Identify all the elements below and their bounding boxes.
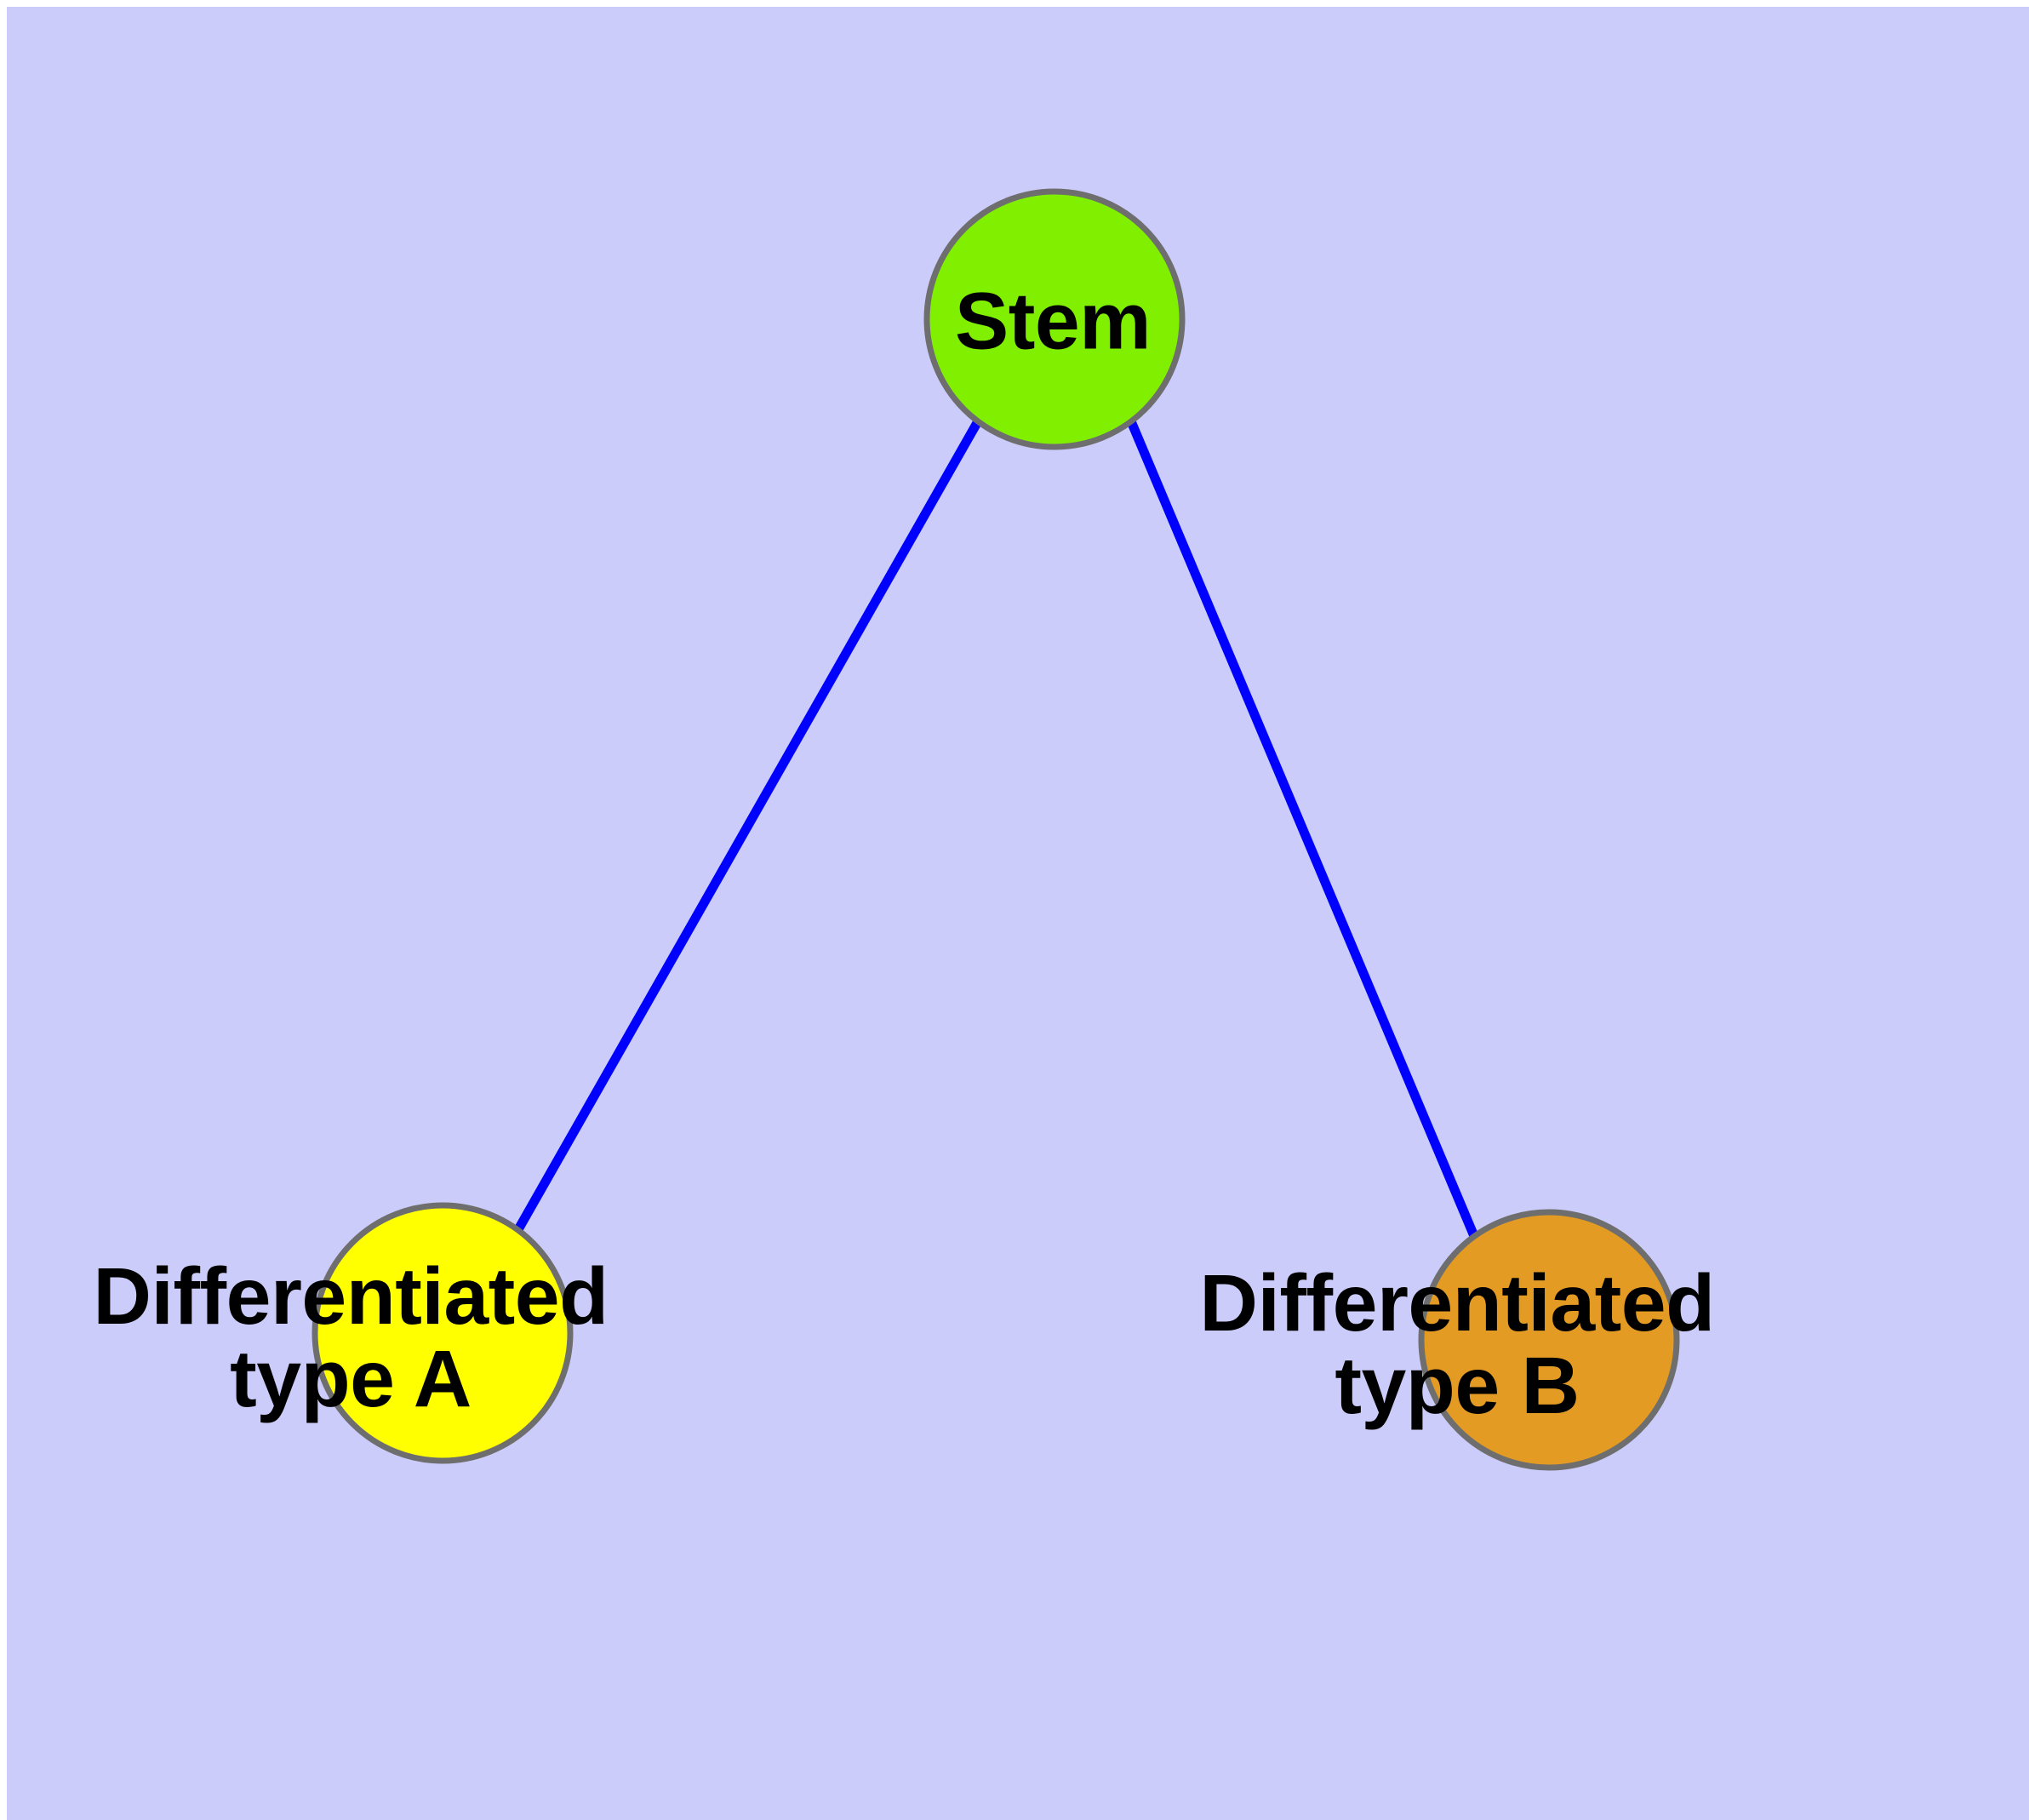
- edges-layer: [513, 419, 1479, 1239]
- edge-stem-to-differentiated-type-b: [1126, 419, 1479, 1239]
- edge-stem-to-differentiated-type-a: [513, 419, 982, 1233]
- node-differentiated-type-b[interactable]: [1418, 1209, 1680, 1471]
- nodes-layer: [311, 188, 1680, 1471]
- node-stem[interactable]: [923, 188, 1186, 450]
- node-differentiated-type-a[interactable]: [311, 1202, 574, 1464]
